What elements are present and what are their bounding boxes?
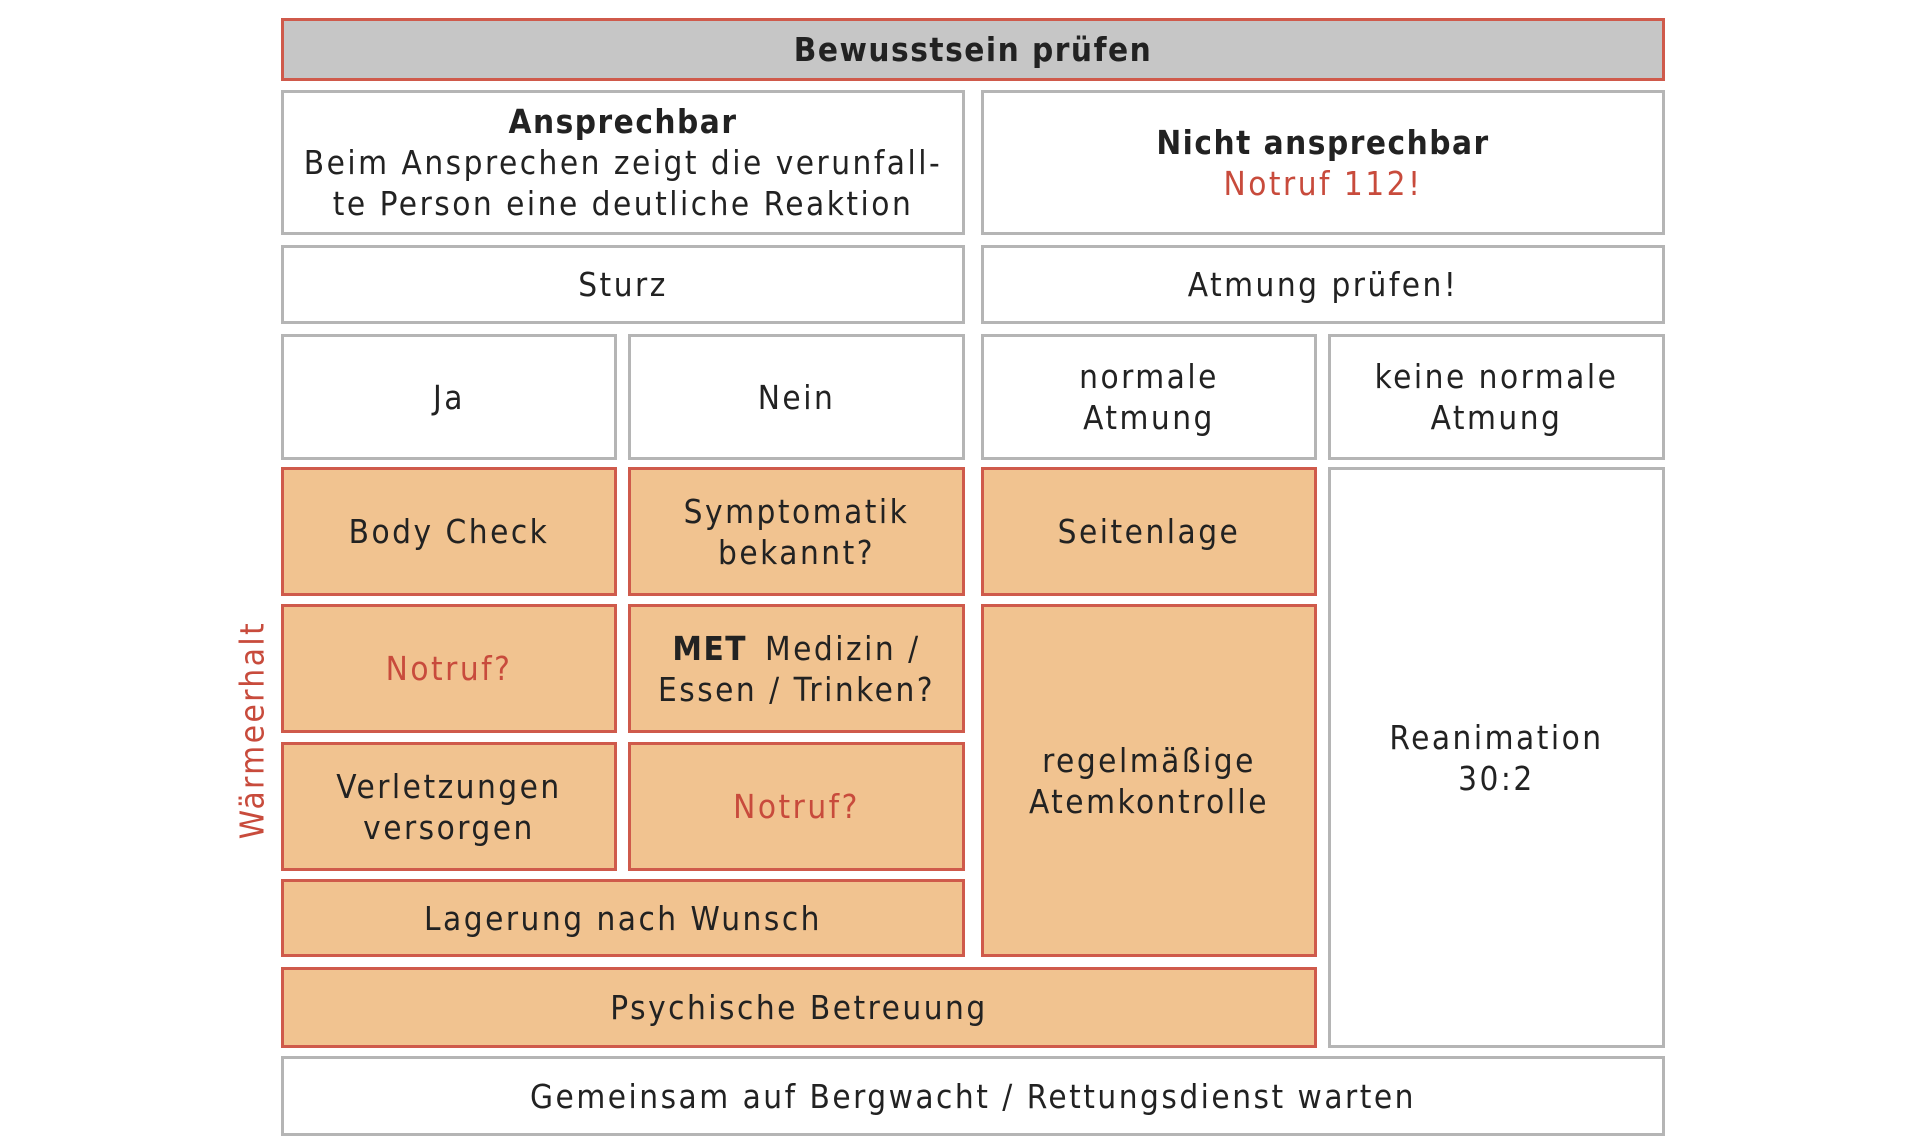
keine-normale-atmung-line1: keine normale [1374, 357, 1619, 396]
ansprechbar-line2: te Person eine deutliche Reaktion [332, 184, 914, 223]
symptomatik-line2: bekannt? [718, 532, 875, 572]
keine-normale-atmung-line2: Atmung [1430, 398, 1563, 437]
box-keine-normale-atmung: keine normale Atmung [1328, 334, 1665, 460]
symptomatik-line1: Symptomatik [683, 491, 910, 531]
box-atemkontrolle: regelmäßige Atemkontrolle [981, 604, 1317, 957]
notruf-nein-label: Notruf? [733, 787, 860, 826]
verletzungen-line1: Verletzungen [336, 766, 562, 806]
box-gemeinsam-warten: Gemeinsam auf Bergwacht / Rettungsdienst… [281, 1056, 1665, 1136]
ansprechbar-line1: Beim Ansprechen zeigt die verunfall- [303, 143, 943, 182]
atmung-pruefen-label: Atmung prüfen! [1187, 265, 1459, 304]
normale-atmung-line1: normale [1079, 357, 1219, 396]
box-notruf-ja: Notruf? [281, 604, 617, 733]
box-nein: Nein [628, 334, 965, 460]
body-check-label: Body Check [348, 512, 550, 551]
met-abbr: MET [672, 628, 747, 668]
met-line2: Essen / Trinken? [657, 669, 936, 709]
normale-atmung-line2: Atmung [1083, 398, 1215, 437]
box-sturz: Sturz [281, 245, 965, 324]
box-psychische-betreuung: Psychische Betreuung [281, 967, 1317, 1048]
psychische-betreuung-label: Psychische Betreuung [610, 988, 988, 1027]
met-line1: MET Medizin / [672, 628, 920, 669]
header-bewusstsein-pruefen: Bewusstsein prüfen [281, 18, 1665, 81]
notruf-112-label: Notruf 112! [1223, 163, 1423, 203]
box-reanimation: Reanimation 30:2 [1328, 467, 1665, 1048]
seitenlage-label: Seitenlage [1057, 512, 1241, 551]
ansprechbar-title: Ansprechbar [508, 102, 738, 141]
verletzungen-line2: versorgen [363, 807, 535, 847]
ja-label: Ja [433, 377, 465, 417]
header-label: Bewusstsein prüfen [793, 30, 1153, 69]
box-met: MET Medizin / Essen / Trinken? [628, 604, 965, 733]
reanimation-line2: 30:2 [1458, 758, 1535, 798]
box-body-check: Body Check [281, 467, 617, 596]
atemkontrolle-line2: Atemkontrolle [1028, 781, 1270, 821]
box-atmung-pruefen: Atmung prüfen! [981, 245, 1665, 324]
box-verletzungen-versorgen: Verletzungen versorgen [281, 742, 617, 871]
gemeinsam-warten-label: Gemeinsam auf Bergwacht / Rettungsdienst… [530, 1076, 1416, 1116]
nicht-ansprechbar-title: Nicht ansprechbar [1156, 122, 1490, 162]
box-normale-atmung: normale Atmung [981, 334, 1317, 460]
box-ja: Ja [281, 334, 617, 460]
reanimation-line1: Reanimation [1389, 717, 1604, 757]
met-medizin: Medizin / [765, 628, 921, 668]
box-nicht-ansprechbar: Nicht ansprechbar Notruf 112! [981, 90, 1665, 235]
lagerung-label: Lagerung nach Wunsch [424, 898, 822, 938]
box-notruf-nein: Notruf? [628, 742, 965, 871]
nein-label: Nein [757, 377, 836, 417]
box-seitenlage: Seitenlage [981, 467, 1317, 596]
atemkontrolle-line1: regelmäßige [1042, 740, 1256, 780]
notruf-ja-label: Notruf? [385, 649, 513, 688]
box-symptomatik-bekannt: Symptomatik bekannt? [628, 467, 965, 596]
box-lagerung-nach-wunsch: Lagerung nach Wunsch [281, 879, 965, 957]
box-ansprechbar: Ansprechbar Beim Ansprechen zeigt die ve… [281, 90, 965, 235]
sturz-label: Sturz [578, 265, 668, 304]
waermeerhalt-side-label: Wärmeerhalt [232, 620, 272, 840]
